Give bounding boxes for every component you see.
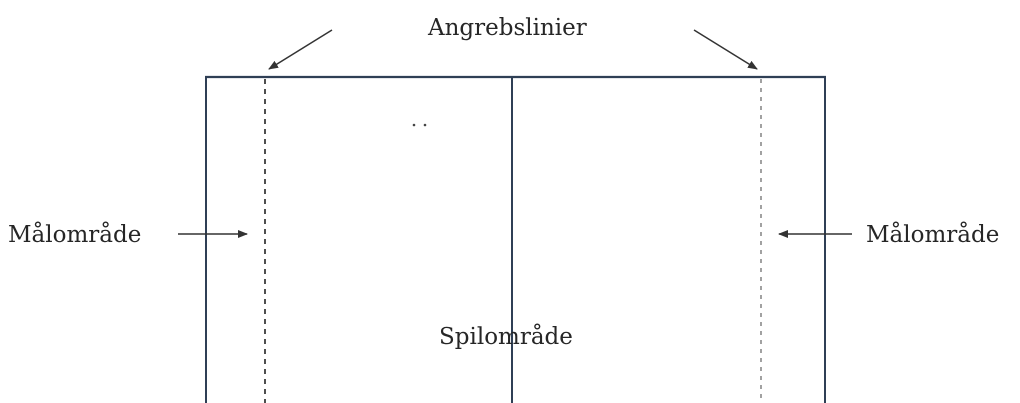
attack-lines-label: Angrebslinier xyxy=(428,15,587,41)
goal-area-left-label: Målområde xyxy=(8,222,142,248)
arrow-attack-line-right xyxy=(693,29,758,70)
arrow-attack-line-left xyxy=(268,29,333,70)
play-area-label: Spilområde xyxy=(439,324,573,350)
field-dot xyxy=(423,123,427,127)
field-dot xyxy=(412,123,416,127)
goal-area-right-label: Målområde xyxy=(866,222,1000,248)
